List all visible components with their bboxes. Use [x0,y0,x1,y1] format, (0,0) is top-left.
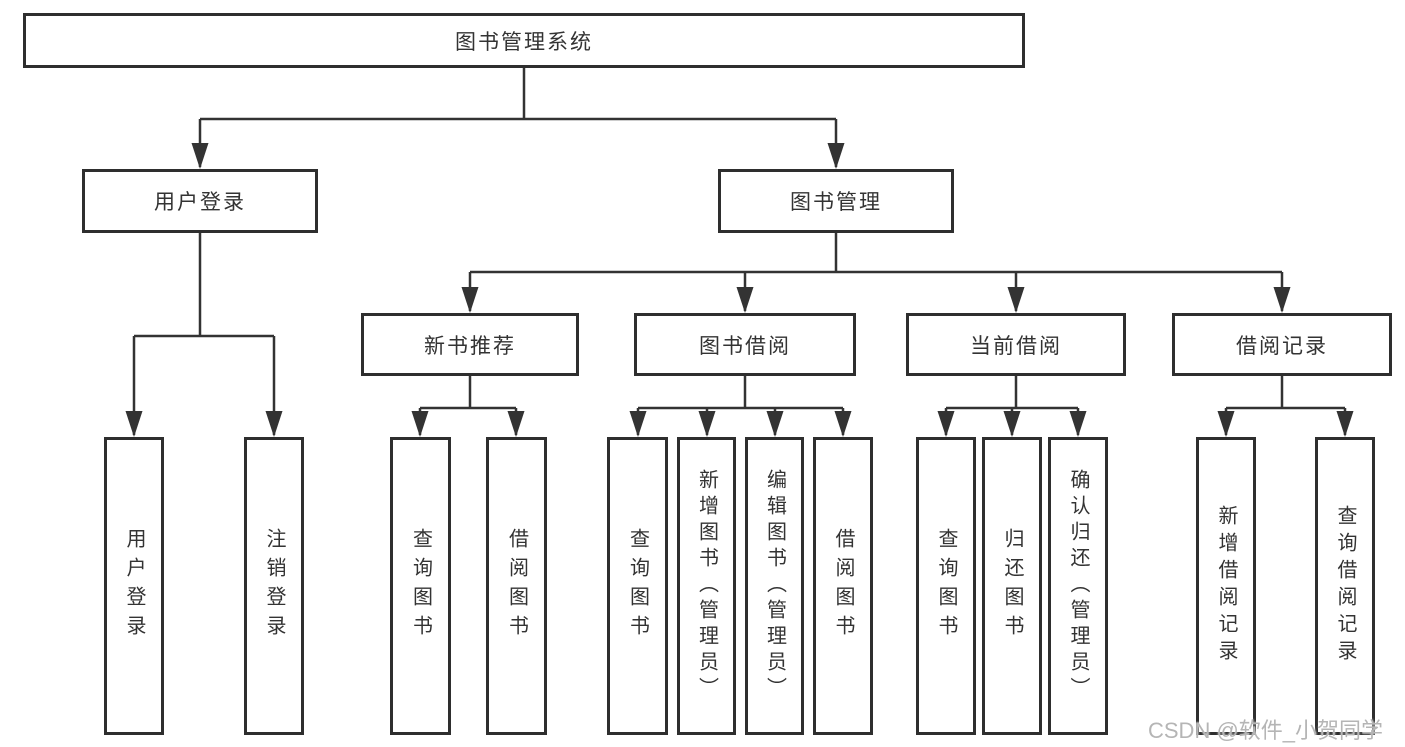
leaf-return-books: 归还图书 [982,437,1042,735]
leaf-edit-books-admin: 编辑图书（管理员） [745,437,804,735]
node-user-login: 用户登录 [82,169,318,233]
leaf-query-books: 查询图书 [916,437,976,735]
node-borrowing-records: 借阅记录 [1172,313,1392,376]
leaf-query-borrow-record: 查询借阅记录 [1315,437,1375,735]
connector-book-management-modules [468,233,1284,311]
leaf-user-login: 用户登录 [104,437,164,735]
connector-new-book-leaves [418,376,518,435]
csdn-watermark: CSDN @软件_小贺同学 [1148,718,1384,743]
node-library-management-system: 图书管理系统 [23,13,1025,68]
connector-root-branches [198,68,838,167]
node-book-borrowing: 图书借阅 [634,313,856,376]
arrowheads [125,143,1354,437]
leaf-borrow-books: 借阅图书 [813,437,873,735]
node-book-management: 图书管理 [718,169,954,233]
leaf-logout: 注销登录 [244,437,304,735]
leaf-query-books: 查询图书 [390,437,451,735]
leaf-add-borrow-record: 新增借阅记录 [1196,437,1256,735]
leaf-query-books: 查询图书 [607,437,668,735]
connector-user-login-leaves [132,233,276,435]
connector-borrowing-records-leaves [1224,376,1347,435]
connector-book-borrowing-leaves [636,376,845,435]
leaf-confirm-return-admin: 确认归还（管理员） [1048,437,1108,735]
leaf-borrow-books: 借阅图书 [486,437,547,735]
node-current-borrowing: 当前借阅 [906,313,1126,376]
node-new-book-recommendation: 新书推荐 [361,313,579,376]
leaf-add-books-admin: 新增图书（管理员） [677,437,736,735]
